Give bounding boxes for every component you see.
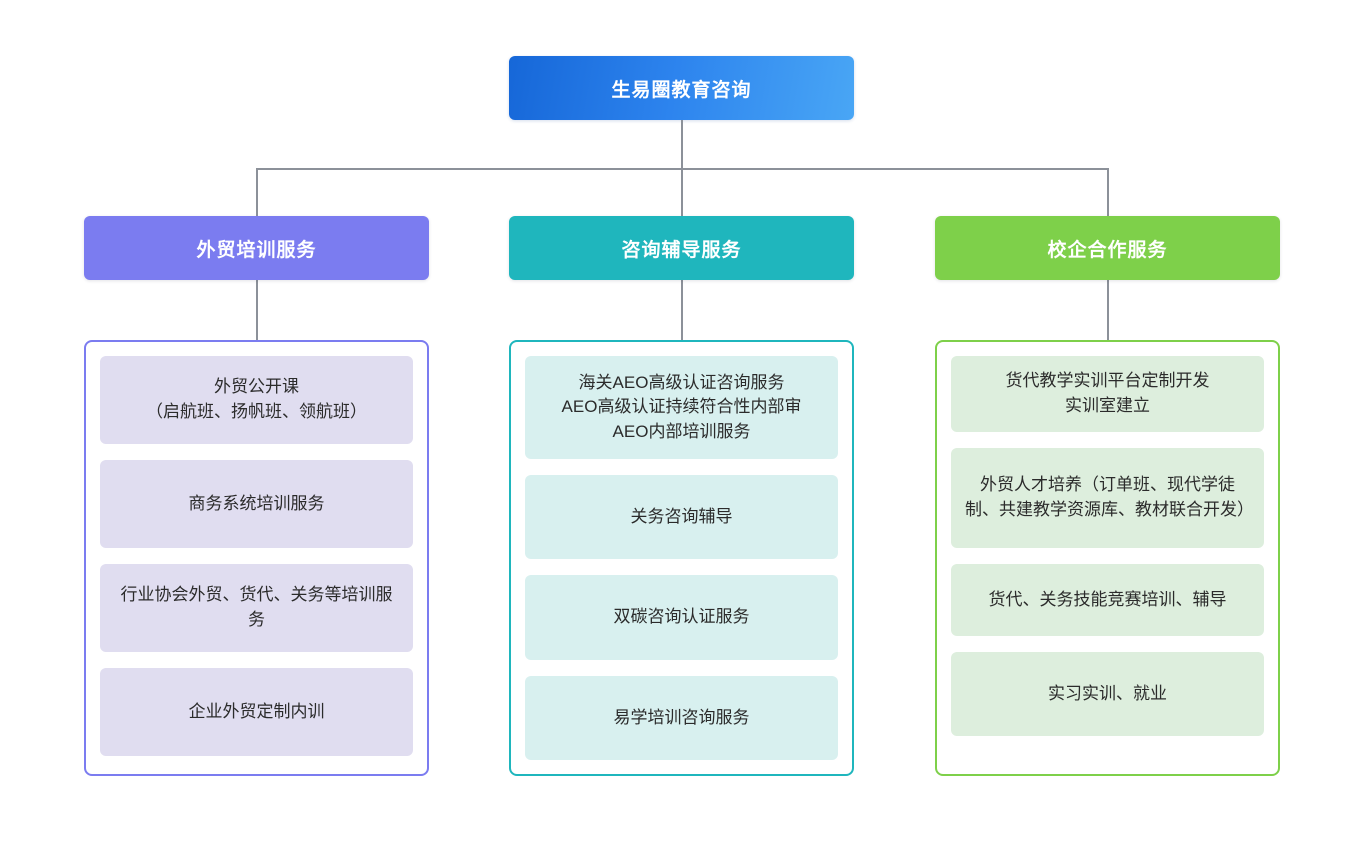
leaf-item[interactable]: 货代、关务技能竞赛培训、辅导 — [951, 564, 1264, 636]
leaf-item[interactable]: 实习实训、就业 — [951, 652, 1264, 736]
column-body-zixun-fudao: 海关AEO高级认证咨询服务 AEO高级认证持续符合性内部审 AEO内部培训服务 … — [509, 340, 854, 776]
connector-drop-col-2 — [1107, 168, 1109, 216]
column-header-label: 咨询辅导服务 — [621, 239, 742, 261]
column-header-waimao-peixun[interactable]: 外贸培训服务 — [84, 216, 429, 280]
column-header-xiaoqi-hezuo[interactable]: 校企合作服务 — [935, 216, 1280, 280]
root-node[interactable]: 生易圈教育咨询 — [509, 56, 854, 120]
leaf-item[interactable]: 外贸人才培养（订单班、现代学徒制、共建教学资源库、教材联合开发） — [951, 448, 1264, 548]
leaf-item[interactable]: 货代教学实训平台定制开发 实训室建立 — [951, 356, 1264, 432]
connector-header-body-col-0 — [256, 280, 258, 340]
leaf-item[interactable]: 企业外贸定制内训 — [100, 668, 413, 756]
column-header-label: 校企合作服务 — [1047, 239, 1168, 261]
leaf-item[interactable]: 易学培训咨询服务 — [525, 675, 838, 761]
leaf-item[interactable]: 关务咨询辅导 — [525, 475, 838, 560]
leaf-item[interactable]: 行业协会外贸、货代、关务等培训服务 — [100, 564, 413, 652]
leaf-item[interactable]: 商务系统培训服务 — [100, 460, 413, 548]
connector-drop-col-0 — [256, 168, 258, 216]
leaf-item[interactable]: 外贸公开课 （启航班、扬帆班、领航班） — [100, 356, 413, 444]
column-header-zixun-fudao[interactable]: 咨询辅导服务 — [509, 216, 854, 280]
leaf-item[interactable]: 海关AEO高级认证咨询服务 AEO高级认证持续符合性内部审 AEO内部培训服务 — [525, 356, 838, 460]
connector-header-body-col-1 — [681, 280, 683, 340]
column-body-xiaoqi-hezuo: 货代教学实训平台定制开发 实训室建立 外贸人才培养（订单班、现代学徒制、共建教学… — [935, 340, 1280, 776]
column-body-waimao-peixun: 外贸公开课 （启航班、扬帆班、领航班） 商务系统培训服务 行业协会外贸、货代、关… — [84, 340, 429, 776]
root-node-label: 生易圈教育咨询 — [611, 79, 752, 101]
leaf-item[interactable]: 双碳咨询认证服务 — [525, 575, 838, 660]
column-header-label: 外贸培训服务 — [196, 239, 317, 261]
connector-header-body-col-2 — [1107, 280, 1109, 340]
connector-root-stem — [681, 120, 683, 168]
connector-drop-col-1 — [681, 168, 683, 216]
